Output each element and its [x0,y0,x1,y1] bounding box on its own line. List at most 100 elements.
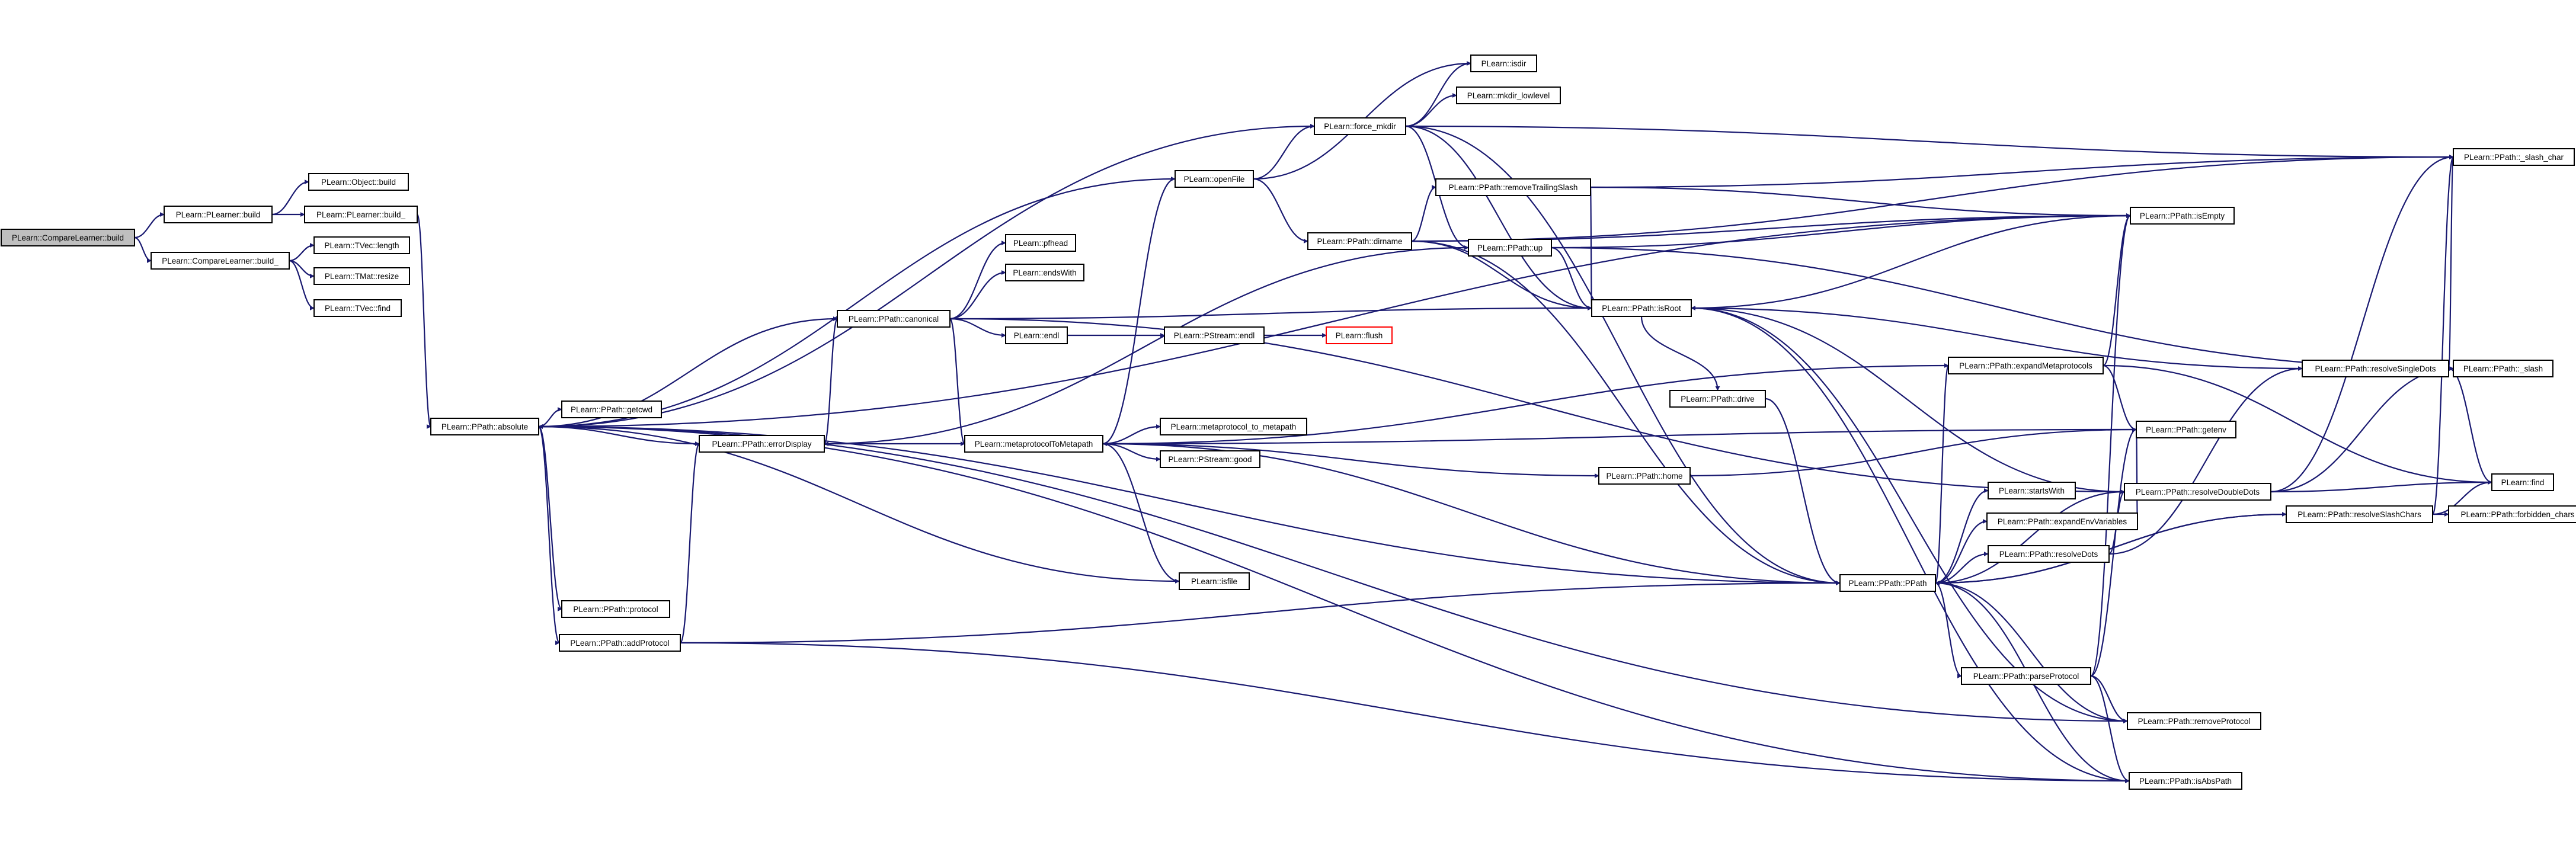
node-box [1175,170,1254,188]
node-removeprotocol[interactable]: PLearn::PPath::removeProtocol [2127,712,2261,730]
node-errdisplay[interactable]: PLearn::PPath::errorDisplay [699,435,825,453]
node-isempty[interactable]: PLearn::PPath::isEmpty [2130,207,2235,225]
node-resolvedouble[interactable]: PLearn::PPath::resolveDoubleDots [2124,483,2271,501]
node-protocol[interactable]: PLearn::PPath::protocol [561,600,670,618]
node-tmres[interactable]: PLearn::TMat::resize [313,267,410,285]
node-isabspath[interactable]: PLearn::PPath::isAbsPath [2129,772,2242,790]
node-isdir[interactable]: PLearn::isdir [1470,55,1537,72]
edge-canonical-to-isroot [949,306,1592,320]
edge-openfile-to-absolute [538,178,1176,429]
node-mp_to_mp[interactable]: PLearn::metaprotocol_to_metapath [1160,418,1307,435]
node-addprotocol[interactable]: PLearn::PPath::addProtocol [559,634,681,652]
node-mp2mp[interactable]: PLearn::metaprotocolToMetapath [964,435,1103,453]
edge-arrow [1935,491,2125,585]
node-openfile[interactable]: PLearn::openFile [1175,170,1254,188]
node-find[interactable]: PLearn::find [2491,473,2554,491]
edge-addprotocol-to-errdisplay [679,441,700,644]
node-label: PLearn::isfile [1191,577,1237,586]
node-plb_[interactable]: PLearn::PLearner::build_ [304,206,418,223]
node-label: PLearn::PPath::parseProtocol [1973,672,2079,681]
edge-arrow [1102,443,1161,462]
node-slashchar[interactable]: PLearn::PPath::_slash_char [2453,148,2575,166]
node-parseprotocol[interactable]: PLearn::PPath::parseProtocol [1961,667,2091,685]
edge-arrow [2103,213,2131,367]
edge-forcemkdir-to-mkdirlow [1405,93,1457,127]
node-box [1,229,135,246]
edge-plb_-to-absolute [416,213,432,429]
node-getenv[interactable]: PLearn::PPath::getenv [2136,421,2236,438]
node-ppath[interactable]: PLearn::PPath::PPath [1839,574,1936,592]
edge-expandmeta-to-find [2103,364,2492,485]
node-box [2124,483,2271,501]
node-plb[interactable]: PLearn::PLearner::build [164,206,273,223]
edge-resolveslash-to-ppath [1935,513,2287,585]
node-expandmeta[interactable]: PLearn::PPath::expandMetaprotocols [1948,357,2104,374]
node-psgood[interactable]: PLearn::PStream::good [1160,450,1260,468]
node-resolveslash[interactable]: PLearn::PPath::resolveSlashChars [2286,505,2433,523]
node-pfhead[interactable]: PLearn::pfhead [1005,234,1076,252]
edge-arrow [271,180,309,216]
edge-arrow [1935,488,1989,584]
node-psendl[interactable]: PLearn::PStream::endl [1164,326,1265,344]
node-forbidden[interactable]: PLearn::PPath::forbidden_chars [2448,505,2576,523]
edge-absolute-to-isabspath [538,425,2130,783]
node-endl[interactable]: PLearn::endl [1005,326,1068,344]
node-mkdirlow[interactable]: PLearn::mkdir_lowlevel [1456,86,1561,104]
node-objb[interactable]: PLearn::Object::build [308,173,409,191]
node-up[interactable]: PLearn::PPath::up [1468,239,1552,257]
node-label: PLearn::PPath::PPath [1848,579,1927,588]
node-label: PLearn::PPath::getenv [2146,425,2226,434]
node-expandenv[interactable]: PLearn::PPath::expandEnvVariables [1986,512,2138,530]
edge-arrow [2270,155,2454,493]
node-clb_[interactable]: PLearn::CompareLearner::build_ [151,252,290,270]
edge-arrow [1411,185,1436,242]
node-forcemkdir[interactable]: PLearn::force_mkdir [1314,117,1406,135]
edge-absolute-to-addprotocol [537,425,561,645]
edge-expandmeta-to-getenv [2103,364,2137,432]
node-getcwd[interactable]: PLearn::PPath::getcwd [561,401,662,418]
edge-arrow [2447,155,2455,370]
node-drive[interactable]: PLearn::PPath::drive [1669,390,1766,408]
node-flush[interactable]: PLearn::flush [1326,326,1393,344]
node-slash[interactable]: PLearn::PPath::_slash [2453,360,2553,377]
edge-arrow [538,424,1180,582]
node-removetrailing[interactable]: PLearn::PPath::removeTrailingSlash [1435,178,1591,196]
edge-ppath-to-parseprotocol [1935,582,1962,678]
node-label: PLearn::PPath::isRoot [1602,304,1681,313]
edge-mp2mp-to-mp_to_mp [1102,424,1161,445]
edge-canonical-to-resolvedouble [949,318,2125,494]
node-label: PLearn::Object::build [321,178,396,187]
edge-mp2mp-to-openfile [1102,177,1176,445]
edge-openfile-to-dirname [1253,178,1308,244]
edge-arrow [2103,364,2137,432]
node-box [1160,418,1307,435]
node-canonical[interactable]: PLearn::PPath::canonical [837,310,951,328]
node-box [164,206,273,223]
node-label: PLearn::PPath::drive [1681,395,1755,403]
edge-addprotocol-to-isabspath [680,642,2130,783]
node-startswith[interactable]: PLearn::startsWith [1988,482,2076,499]
edge-arrow [1935,552,1989,584]
node-home[interactable]: PLearn::PPath::home [1598,467,1691,485]
edge-arrow [289,260,315,310]
node-isroot[interactable]: PLearn::PPath::isRoot [1591,299,1692,317]
node-resolvedots[interactable]: PLearn::PPath::resolveDots [1988,545,2110,563]
edge-arrow [1691,306,2303,370]
node-tvlen[interactable]: PLearn::TVec::length [313,236,410,254]
node-tvfind[interactable]: PLearn::TVec::find [313,299,402,317]
edge-arrow [538,425,2130,783]
node-endswith[interactable]: PLearn::endsWith [1005,264,1084,281]
node-box [964,435,1103,453]
node-root[interactable]: PLearn::CompareLearner::build [1,229,135,246]
edge-arrow [2270,366,2454,493]
edge-arrow [949,270,1006,320]
node-resolvesingle[interactable]: PLearn::PPath::resolveSingleDots [2302,360,2449,377]
edge-arrow [1405,93,1457,127]
node-dirname[interactable]: PLearn::PPath::dirname [1307,232,1412,250]
node-box [561,401,662,418]
edge-arrow [1551,246,2454,371]
node-absolute[interactable]: PLearn::PPath::absolute [430,418,539,435]
node-box [151,252,290,270]
node-box [1986,512,2138,530]
node-isfile[interactable]: PLearn::isfile [1179,572,1250,590]
